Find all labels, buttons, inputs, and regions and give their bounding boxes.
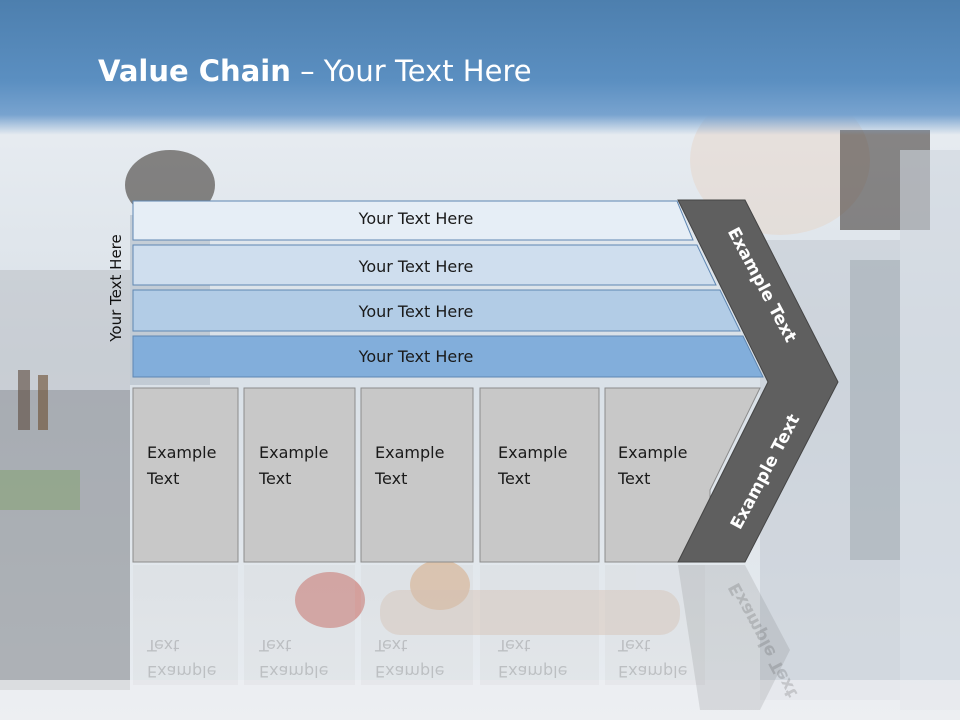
box-label-5-line2: Text [618, 469, 651, 488]
box-reflection-label-2-line1: Example [259, 662, 329, 681]
box-label-4-line2: Text [498, 469, 531, 488]
box-label-4-line1: Example [498, 443, 568, 462]
row-label-1: Your Text Here [358, 209, 474, 228]
row-bar-3 [132, 289, 741, 332]
box-label-1-line2: Text [147, 469, 180, 488]
box-reflection-label-4: Example Text [498, 632, 588, 684]
box-reflection-label-5-line2: Text [618, 636, 651, 655]
page-title: Value Chain – Your Text Here [98, 54, 532, 88]
activity-box-2 [243, 387, 356, 563]
box-label-5-line1: Example [618, 443, 688, 462]
chevron-reflection [678, 565, 790, 710]
box-reflections [133, 565, 705, 685]
activity-box-4 [479, 387, 600, 563]
chevron-arrow [677, 199, 839, 563]
row-bar-4 [132, 335, 764, 378]
box-reflection-label-3-line2: Text [375, 636, 408, 655]
box-reflection-label-2-line2: Text [259, 636, 292, 655]
box-label-3-line2: Text [375, 469, 408, 488]
box-reflection-label-4-line1: Example [498, 662, 568, 681]
title-bold: Value Chain [98, 54, 291, 88]
row-label-3: Your Text Here [358, 302, 474, 321]
box-reflection-label-5: Example Text [618, 632, 708, 684]
row-label-2: Your Text Here [358, 257, 474, 276]
box-reflection-label-5-line1: Example [618, 662, 688, 681]
row-label-4: Your Text Here [358, 347, 474, 366]
box-label-2-line2: Text [259, 469, 292, 488]
box-reflection-label-1-line2: Text [147, 636, 180, 655]
title-rest: – Your Text Here [290, 54, 532, 88]
box-reflection-label-3-line1: Example [375, 662, 445, 681]
box-label-1-line1: Example [147, 443, 217, 462]
row-bar-1 [132, 200, 694, 241]
box-reflection-label-1: Example Text [147, 632, 237, 684]
box-reflection-label-3: Example Text [375, 632, 465, 684]
activity-box-3 [360, 387, 474, 563]
header-band [0, 0, 960, 135]
side-label: Your Text Here [107, 234, 125, 342]
box-label-3-line1: Example [375, 443, 445, 462]
box-label-2-line1: Example [259, 443, 329, 462]
box-reflection-label-2: Example Text [259, 632, 349, 684]
activity-box-1 [132, 387, 239, 563]
row-bar-2 [132, 244, 717, 286]
box-reflection-label-4-line2: Text [498, 636, 531, 655]
box-reflection-label-1-line1: Example [147, 662, 217, 681]
